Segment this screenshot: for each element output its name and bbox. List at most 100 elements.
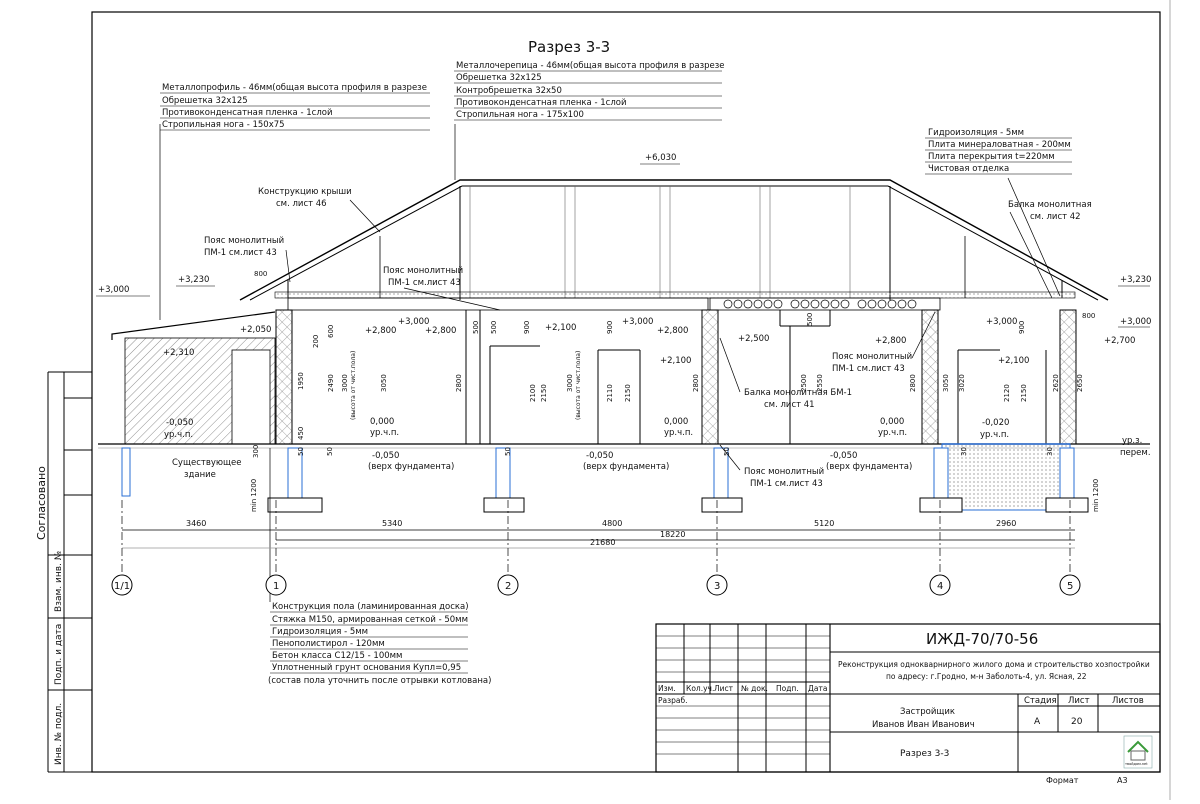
stamp-stage-header: Стадия	[1024, 696, 1057, 706]
format-value: А3	[1117, 776, 1128, 785]
vdim: 2120	[1003, 384, 1011, 402]
axis-label: 2	[505, 581, 511, 592]
roof-left-notes: Металлопрофиль - 46мм(общая высота профи…	[162, 83, 427, 130]
roof-mid-line: Противоконденсатная пленка - 1слой	[456, 98, 626, 108]
vdim: 1950	[297, 372, 305, 390]
poyas-mid-label: ПМ-1 см.лист 43	[388, 278, 461, 288]
vdim: 500	[490, 321, 498, 334]
floor-note: Конструкция пола (ламинированная доска)	[272, 602, 469, 612]
title-block-text: Изм. Кол.уч. Лист № док. Подп. Дата Разр…	[658, 630, 1150, 785]
dim-18220: 18220	[660, 530, 685, 539]
vdim: 3000	[566, 374, 574, 392]
dim-21680: 21680	[590, 538, 615, 547]
roof-right-notes: Гидроизоляция - 5мм Плита минераловатная…	[928, 128, 1071, 174]
vertical-dims: 1950 2490 3000 (высота от чист.пола) 305…	[250, 313, 1100, 512]
dim-lines	[121, 500, 1075, 575]
floor-note: Гидроизоляция - 5мм	[272, 627, 368, 637]
side-label-agreed: Согласовано	[35, 466, 48, 540]
floor-level-label: ур.ч.п.	[878, 428, 907, 438]
stamp-sheet-header: Лист	[1068, 696, 1090, 706]
dim-5340: 5340	[382, 519, 402, 528]
stamp-sheet-title: Разрез 3-3	[900, 749, 949, 759]
title-block	[655, 623, 1161, 773]
stamp-razrab: Разраб.	[658, 696, 687, 705]
roof-right-line: Чистовая отделка	[928, 164, 1009, 174]
side-label-sign: Подп. и дата	[54, 624, 64, 685]
elev-mark: +3,000	[398, 317, 429, 327]
axis-label: 1	[273, 581, 279, 592]
vdim: 50	[326, 447, 334, 456]
floor-notes: Конструкция пола (ламинированная доска) …	[268, 602, 491, 686]
elev-mark: +2,100	[545, 323, 576, 333]
elev-mark: +6,030	[645, 153, 676, 163]
elev-mark: -0,050	[166, 418, 193, 428]
balka-mid-label: Балка монолитная БМ-1	[744, 388, 852, 398]
stamp-col-header: Лист	[714, 684, 734, 693]
floor-level-label: ур.ч.п.	[664, 428, 693, 438]
elev-mark: 0,000	[880, 417, 904, 427]
axis-label: 5	[1067, 581, 1073, 592]
elev-mark: +2,700	[1104, 336, 1135, 346]
roof-struct-label: см. лист 46	[276, 199, 327, 209]
vdim: 2620	[1052, 374, 1060, 392]
format-label: Формат	[1046, 776, 1079, 785]
stamp-code: ИЖД-70/70-56	[926, 630, 1038, 648]
axis-bubbles: 1/1 1 2 3 4 5	[111, 574, 1081, 596]
poyas-right-label: ПМ-1 см.лист 43	[832, 364, 905, 374]
elev-mark: перем.	[1120, 448, 1151, 458]
roof-mid-notes: Металлочерепица - 46мм(общая высота проф…	[456, 61, 725, 120]
poyas-right-label: Пояс монолитный	[832, 352, 912, 362]
elev-mark: -0,050	[372, 451, 399, 461]
vdim: 50	[297, 447, 305, 456]
floor-note: Стяжка М150, армированная сеткой - 50мм	[272, 615, 468, 625]
elev-mark: +2,800	[425, 326, 456, 336]
stamp-sheet: 20	[1071, 717, 1083, 727]
horizontal-dims: 3460 5340 4800 5120 2960 18220 21680	[186, 519, 1016, 547]
vdim: 300	[252, 445, 260, 458]
house-logo-icon: твойдом.net	[1123, 735, 1153, 769]
dim-800-left: 800	[254, 270, 267, 278]
floor-note: Бетон класса С12/15 - 100мм	[272, 651, 402, 661]
leaders	[159, 124, 1061, 602]
stamp-col-header: Изм.	[658, 684, 676, 693]
poyas-bottom-label: ПМ-1 см.лист 43	[750, 479, 823, 489]
vdim: 3020	[958, 374, 966, 392]
elev-mark: +3,000	[986, 317, 1017, 327]
vdim: 3050	[380, 374, 388, 392]
hollow-slab	[723, 299, 917, 309]
roof-mid-line: Стропильная нога - 175х100	[456, 110, 584, 120]
foundations	[121, 447, 1089, 513]
dim-5120: 5120	[814, 519, 834, 528]
vdim-note: (высота от чист.пола)	[575, 351, 582, 420]
poyas-left-label: Пояс монолитный	[204, 236, 284, 246]
vdim: 3000	[341, 374, 349, 392]
stamp-sheets-header: Листов	[1112, 696, 1144, 706]
elev-mark: +2,800	[657, 326, 688, 336]
dim-800-right: 800	[1082, 312, 1095, 320]
roof-left-line: Стропильная нога - 150х75	[162, 120, 285, 130]
elev-mark: +3,000	[622, 317, 653, 327]
poyas-mid-label: Пояс монолитный	[383, 266, 463, 276]
vdim: 50	[723, 447, 731, 456]
vdim: 600	[327, 325, 335, 338]
vdim: 30	[960, 447, 968, 456]
vdim: 2500	[800, 374, 808, 392]
roof-right-line: Гидроизоляция - 5мм	[928, 128, 1024, 138]
callouts: Конструкцию крыши см. лист 46 Пояс монол…	[172, 187, 1092, 489]
floor-note: Пенополистирол - 120мм	[272, 639, 385, 649]
elev-mark: +2,310	[163, 348, 194, 358]
vdim: 900	[1018, 321, 1026, 334]
elev-mark: +3,000	[1120, 317, 1151, 327]
elevation-marks: +6,030 +3,000 +3,230 +2,050 +2,310 +2,80…	[98, 153, 1151, 472]
stamp-col-header: № док.	[741, 684, 768, 693]
floor-note: (состав пола уточнить после отрывки котл…	[268, 676, 491, 686]
roof-left-line: Металлопрофиль - 46мм(общая высота профи…	[162, 83, 427, 93]
elev-mark: 0,000	[664, 417, 688, 427]
vdim: 2150	[624, 384, 632, 402]
floor-level-label: ур.ч.п.	[980, 430, 1009, 440]
roof-left-line: Противоконденсатная пленка - 1слой	[162, 108, 332, 118]
vdim: 450	[297, 427, 305, 440]
stamp-client: Иванов Иван Иванович	[872, 720, 975, 730]
elev-mark: ур.з.	[1122, 436, 1142, 446]
